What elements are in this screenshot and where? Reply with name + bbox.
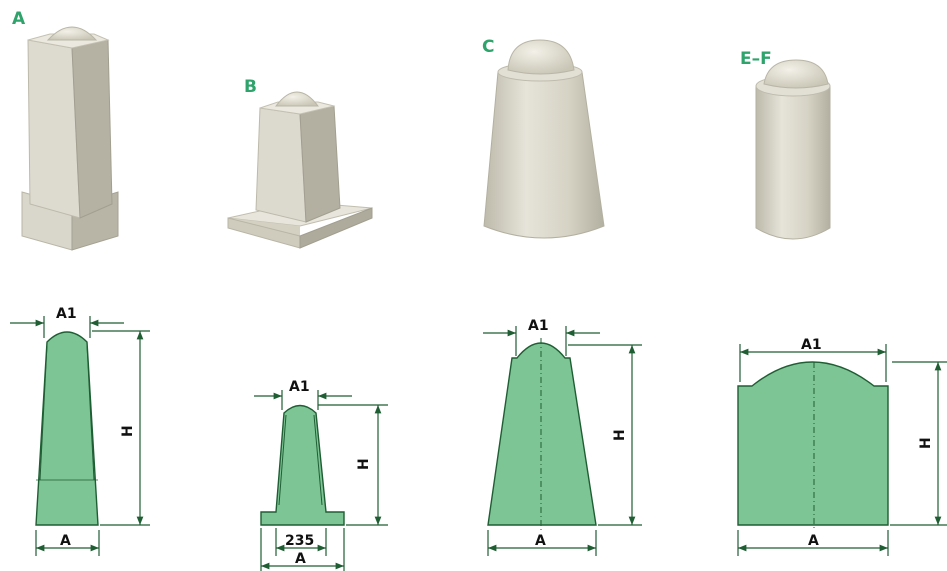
- dimension-h-c: [568, 344, 642, 526]
- dimension-a-a: [35, 530, 100, 556]
- profile-c: [487, 338, 597, 530]
- dimension-a-ef: [737, 530, 889, 556]
- profile-b: [260, 404, 345, 526]
- dim-h-label-c: H: [612, 429, 628, 441]
- bollard-a-render: [21, 26, 119, 251]
- dim-a-label-c: A: [535, 533, 546, 549]
- label-c: C: [482, 37, 494, 57]
- label-a: A: [12, 9, 26, 29]
- bollard-ef-render: [755, 59, 831, 240]
- bollard-b-render: [227, 91, 373, 249]
- dim-235-label-b: 235: [285, 533, 314, 549]
- dim-a-label-ef: A: [808, 533, 819, 549]
- dimension-h-b: [318, 404, 388, 526]
- profile-a: [35, 331, 99, 526]
- dim-h-label-b: H: [356, 458, 372, 470]
- dim-a1-label-a: A1: [56, 306, 77, 322]
- dim-a1-label-c: A1: [528, 318, 549, 334]
- dimension-a1-a: [10, 316, 124, 338]
- dim-a-label-a: A: [60, 533, 71, 549]
- dimension-a1-b: [254, 390, 352, 410]
- dimension-a1-ef: [739, 344, 887, 382]
- label-b: B: [244, 77, 257, 97]
- dimension-235-b: [275, 528, 327, 556]
- dim-a-label-b: A: [295, 551, 306, 567]
- dim-a1-label-ef: A1: [801, 337, 822, 353]
- dim-a1-label-b: A1: [289, 379, 310, 395]
- label-e-f: E–F: [740, 49, 772, 69]
- bollard-c-render: [483, 39, 605, 239]
- dimension-a1-c: [483, 326, 600, 356]
- dimension-h-ef: [890, 361, 947, 526]
- profile-e-f: [737, 361, 889, 530]
- dimension-a-c: [487, 530, 597, 556]
- dim-h-label-a: H: [120, 425, 136, 437]
- dim-h-label-ef: H: [918, 437, 934, 449]
- dimension-a-b: [260, 528, 345, 571]
- dimension-h-a: [92, 330, 150, 526]
